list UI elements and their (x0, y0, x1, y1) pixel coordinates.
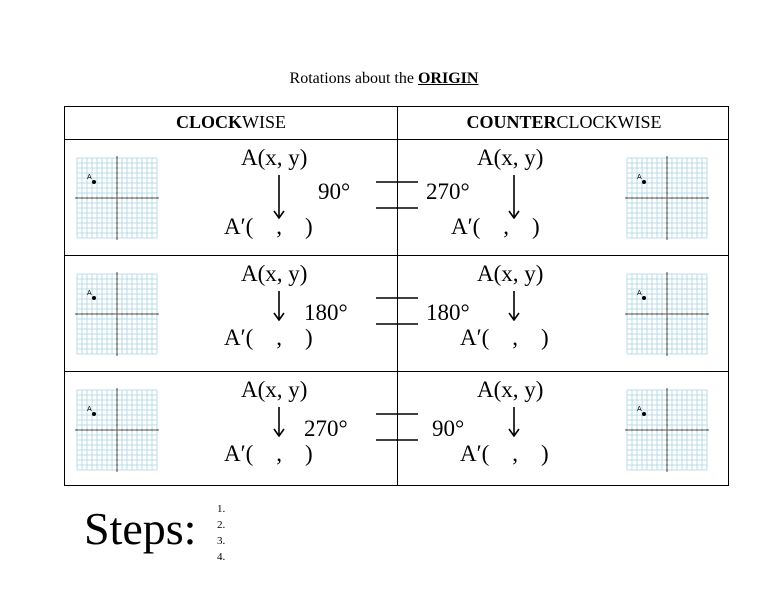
point-a-marker (642, 412, 646, 416)
header-clockwise-rest: WISE (242, 112, 286, 132)
title-prefix: Rotations about the (289, 70, 418, 87)
row-divider-1 (65, 255, 728, 256)
equivalence-bars-row-1 (376, 181, 418, 209)
grid-clockwise-row-1: A (75, 156, 159, 240)
grid-counterclockwise-row-2: A (625, 272, 709, 356)
ccw-image-label: A′( , ) (460, 441, 549, 466)
equivalence-bars-row-3 (376, 413, 418, 441)
grid-clockwise-row-3: A (75, 388, 159, 472)
row-divider-2 (65, 371, 728, 372)
point-a-marker (92, 180, 96, 184)
cw-arrow-row-1 (273, 175, 285, 219)
grid-clockwise-row-2: A (75, 272, 159, 356)
ccw-preimage-label: A(x, y) (477, 261, 544, 286)
ccw-arrow-row-2 (508, 291, 520, 321)
point-a-letter: A (87, 174, 92, 181)
cw-angle-row-3: 270° (304, 416, 348, 441)
cw-angle-row-1: 90° (318, 179, 351, 204)
point-a-marker (642, 296, 646, 300)
point-a-marker (92, 412, 96, 416)
cw-preimage-label: A(x, y) (241, 145, 308, 170)
header-divider (65, 139, 728, 140)
steps-label: Steps: (84, 503, 197, 554)
ccw-image-label: A′( , ) (451, 214, 540, 239)
ccw-preimage-label: A(x, y) (477, 145, 544, 170)
header-counterclockwise: COUNTERCLOCKWISE (398, 107, 730, 139)
cw-image-label: A′( , ) (224, 441, 313, 466)
ccw-angle-row-1: 270° (426, 179, 470, 204)
point-a-letter: A (87, 290, 92, 297)
point-a-marker (92, 296, 96, 300)
steps-list (214, 501, 228, 565)
ccw-image-label: A′( , ) (460, 325, 549, 350)
column-divider (397, 107, 398, 485)
cw-image-label: A′( , ) (224, 214, 313, 239)
cw-angle-row-2: 180° (304, 300, 348, 325)
header-clockwise: CLOCKWISE (65, 107, 397, 139)
grid-counterclockwise-row-3: A (625, 388, 709, 472)
rotation-table: CLOCKWISE COUNTERCLOCKWISE (64, 106, 729, 486)
point-a-letter: A (637, 290, 642, 297)
grid-counterclockwise-row-1: A (625, 156, 709, 240)
cw-arrow-row-2 (273, 291, 285, 321)
ccw-angle-row-2: 180° (426, 300, 470, 325)
title-emphasis: ORIGIN (417, 70, 479, 87)
ccw-angle-row-3: 90° (432, 416, 465, 441)
equivalence-bars-row-2 (376, 297, 418, 325)
cw-preimage-label: A(x, y) (241, 377, 308, 402)
point-a-letter: A (87, 406, 92, 413)
point-a-letter: A (637, 174, 642, 181)
page-title: Rotations about the ORIGIN (0, 70, 768, 88)
point-a-letter: A (637, 406, 642, 413)
header-clockwise-bold: CLOCK (175, 112, 242, 132)
header-counterclockwise-bold: COUNTER (466, 112, 557, 132)
cw-arrow-row-3 (273, 407, 285, 437)
point-a-marker (642, 180, 646, 184)
ccw-preimage-label: A(x, y) (477, 377, 544, 402)
cw-image-label: A′( , ) (224, 325, 313, 350)
cw-preimage-label: A(x, y) (241, 261, 308, 286)
header-counterclockwise-rest: CLOCKWISE (556, 112, 662, 132)
ccw-arrow-row-3 (508, 407, 520, 437)
ccw-arrow-row-1 (508, 175, 520, 219)
